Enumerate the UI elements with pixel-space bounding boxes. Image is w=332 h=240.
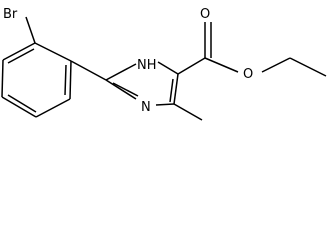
- imidazole-ring: [105, 61, 179, 106]
- benzene-ring: [1, 42, 72, 118]
- atom-bromine: Br: [3, 7, 18, 22]
- atom-ring-nh: NH: [137, 58, 157, 73]
- aryl-imidazole-bond: [70, 60, 107, 81]
- svg-text:O: O: [243, 67, 253, 82]
- ester-group: [177, 22, 327, 77]
- c-br-bond: [25, 16, 36, 44]
- atom-ester-oxygen: O: [243, 67, 253, 82]
- methyl-bond: [173, 103, 203, 121]
- chemical-structure: Br NH N O O: [1, 7, 327, 121]
- svg-text:NH: NH: [137, 58, 157, 73]
- svg-text:N: N: [141, 100, 151, 115]
- atom-carbonyl-oxygen: O: [200, 7, 210, 22]
- atom-ring-n: N: [141, 100, 151, 115]
- svg-text:Br: Br: [3, 7, 18, 22]
- svg-text:O: O: [200, 7, 210, 22]
